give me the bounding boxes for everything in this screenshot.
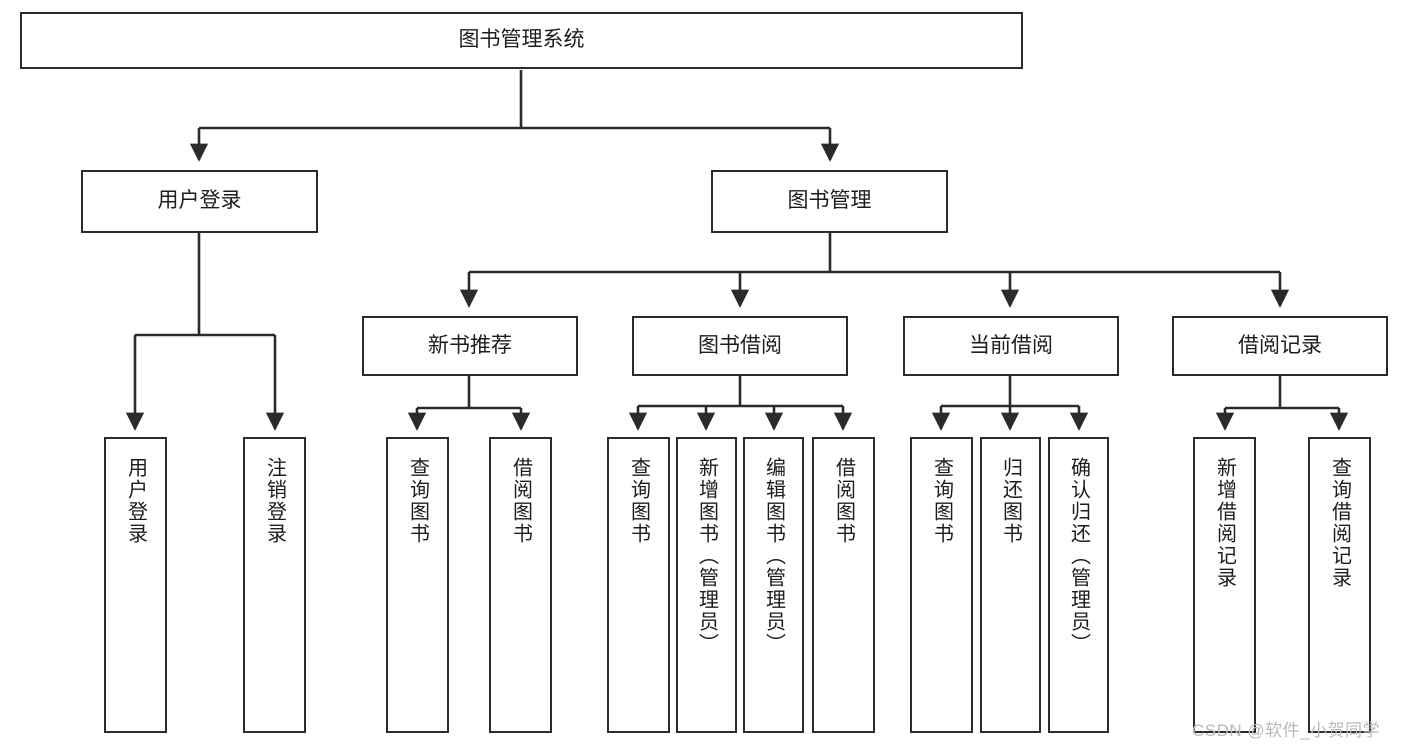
leaf-edit-book-label: 编辑图书（管理员） — [762, 457, 785, 655]
node-root[interactable]: 图书管理系统 — [20, 12, 1023, 69]
node-root-label: 图书管理系统 — [458, 28, 585, 52]
leaf-logout-login[interactable]: 注销登录 — [243, 437, 306, 733]
leaf-borrow-book-1-label: 借阅图书 — [509, 457, 532, 545]
leaf-query-record[interactable]: 查询借阅记录 — [1308, 437, 1371, 733]
leaf-add-record-label: 新增借阅记录 — [1213, 457, 1236, 589]
leaf-return-book[interactable]: 归还图书 — [980, 437, 1041, 733]
leaf-edit-book[interactable]: 编辑图书（管理员） — [743, 437, 804, 733]
node-book-manage-label: 图书管理 — [787, 189, 872, 213]
leaf-user-login-label: 用户登录 — [124, 457, 147, 545]
node-new-book-recommend-label: 新书推荐 — [428, 333, 512, 357]
leaf-query-record-label: 查询借阅记录 — [1328, 457, 1351, 589]
leaf-user-login[interactable]: 用户登录 — [104, 437, 167, 733]
leaf-query-book-3[interactable]: 查询图书 — [910, 437, 973, 733]
leaf-query-book-1[interactable]: 查询图书 — [386, 437, 449, 733]
node-borrow-record[interactable]: 借阅记录 — [1172, 316, 1388, 376]
leaf-return-book-label: 归还图书 — [999, 457, 1022, 545]
leaf-logout-login-label: 注销登录 — [263, 457, 286, 545]
leaf-add-record[interactable]: 新增借阅记录 — [1193, 437, 1256, 733]
node-book-borrow-label: 图书借阅 — [698, 333, 782, 357]
leaf-add-book-label: 新增图书（管理员） — [695, 457, 718, 655]
leaf-borrow-book-2-label: 借阅图书 — [832, 457, 855, 545]
leaf-confirm-return-label: 确认归还（管理员） — [1067, 457, 1090, 655]
leaf-confirm-return[interactable]: 确认归还（管理员） — [1048, 437, 1109, 733]
node-current-borrow-label: 当前借阅 — [969, 333, 1053, 357]
leaf-add-book[interactable]: 新增图书（管理员） — [676, 437, 737, 733]
node-new-book-recommend[interactable]: 新书推荐 — [362, 316, 578, 376]
node-book-borrow[interactable]: 图书借阅 — [632, 316, 848, 376]
leaf-query-book-2[interactable]: 查询图书 — [607, 437, 670, 733]
leaf-borrow-book-2[interactable]: 借阅图书 — [812, 437, 875, 733]
leaf-query-book-1-label: 查询图书 — [406, 457, 429, 545]
leaf-query-book-2-label: 查询图书 — [627, 457, 650, 545]
leaf-borrow-book-1[interactable]: 借阅图书 — [489, 437, 552, 733]
node-user-login[interactable]: 用户登录 — [81, 170, 318, 233]
node-current-borrow[interactable]: 当前借阅 — [903, 316, 1119, 376]
node-borrow-record-label: 借阅记录 — [1238, 333, 1322, 357]
node-user-login-label: 用户登录 — [157, 189, 242, 213]
node-book-manage[interactable]: 图书管理 — [711, 170, 948, 233]
leaf-query-book-3-label: 查询图书 — [930, 457, 953, 545]
